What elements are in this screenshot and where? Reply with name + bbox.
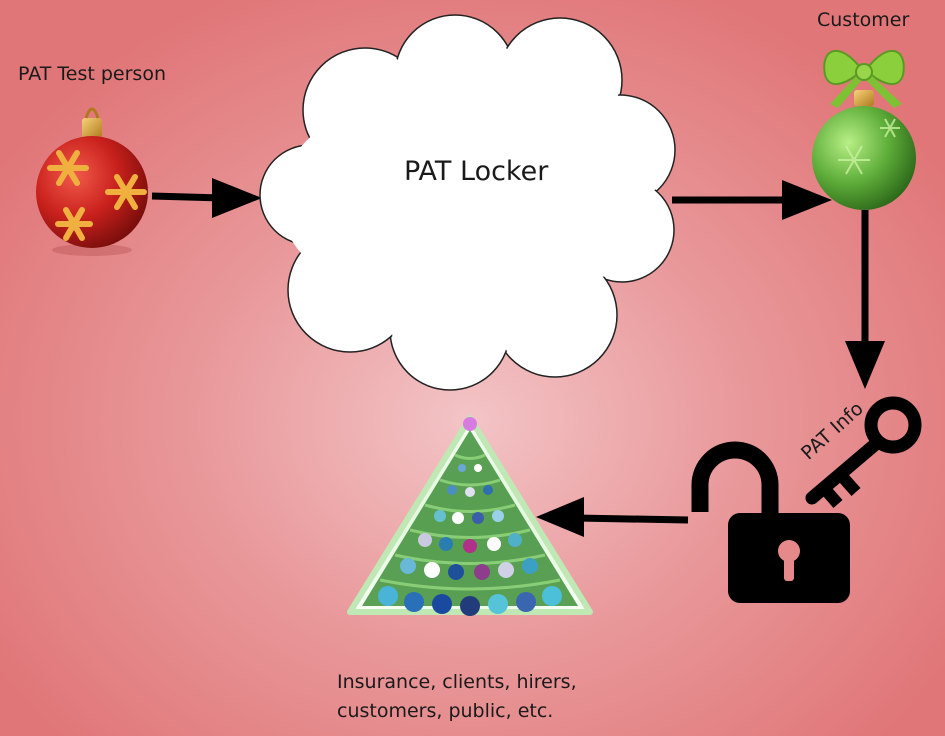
arrow-locker-to-customer	[672, 180, 832, 220]
red-ornament-icon	[36, 107, 148, 256]
audience-line-2: customers, public, etc.	[337, 700, 554, 722]
arrow-tester-to-locker	[151, 178, 262, 218]
arrow-customer-to-info	[845, 210, 885, 389]
pat-locker-label: PAT Locker	[404, 156, 549, 187]
audience-label: Insurance, clients, hirers, customers, p…	[337, 668, 577, 726]
test-person-label: PAT Test person	[18, 63, 166, 85]
audience-line-1: Insurance, clients, hirers,	[337, 671, 577, 693]
open-padlock-icon	[691, 441, 850, 603]
customer-label: Customer	[817, 9, 910, 31]
key-icon	[805, 396, 922, 508]
christmas-tree-icon	[347, 415, 593, 616]
green-ornament-icon	[812, 50, 916, 210]
arrow-lock-to-audience	[536, 497, 689, 537]
